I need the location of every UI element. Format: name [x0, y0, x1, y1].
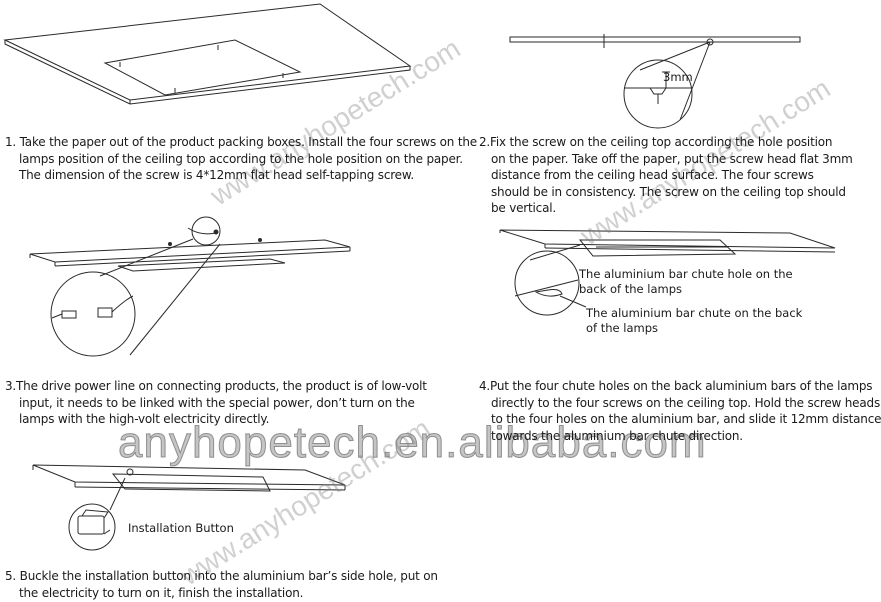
step-4-line: 4.Put the four chute holes on the back a… — [479, 379, 873, 393]
installation-illustrations — [3, 3, 836, 551]
step-2-line: 2.Fix the screw on the ceiling top accor… — [479, 135, 833, 149]
chute-hole-label: The aluminium bar chute hole on the back… — [579, 267, 793, 297]
step-1-text: 1. Take the paper out of the product pac… — [5, 134, 477, 184]
step-4-line: to the four holes on the aluminium bar, … — [491, 412, 881, 426]
step-2-line: should be in consistency. The screw on t… — [491, 184, 846, 199]
step-4-line: directly to the four screws on the ceili… — [491, 395, 880, 410]
figure-4-chute-holes — [499, 229, 836, 316]
step-2-line: on the paper. Take off the paper, put th… — [491, 151, 853, 166]
step-4-text: 4.Put the four chute holes on the back a… — [479, 378, 881, 444]
step-2-line: distance from the ceiling head surface. … — [491, 168, 814, 182]
dimension-label: 3mm — [663, 70, 693, 84]
installation-button-label: Installation Button — [128, 521, 234, 535]
step-1-line: The dimension of the screw is 4*12mm fla… — [19, 168, 414, 182]
step-5-line: the electricity to turn on it, finish th… — [19, 585, 304, 600]
figure-5-installation-button — [32, 464, 346, 551]
chute-hole-label-line: The aluminium bar chute hole on the — [579, 267, 793, 281]
step-2-text: 2.Fix the screw on the ceiling top accor… — [479, 134, 853, 217]
chute-back-label: The aluminium bar chute on the back of t… — [586, 306, 802, 336]
step-2-line: be vertical. — [491, 201, 556, 215]
figure-1-ceiling-template — [3, 3, 412, 105]
figure-3-power-connection — [29, 216, 351, 357]
step-4-line: towards the aluminium bar chute directio… — [491, 428, 743, 443]
step-1-line: lamps position of the ceiling top accord… — [19, 151, 463, 166]
step-1-line: 1. Take the paper out of the product pac… — [5, 135, 477, 149]
chute-back-label-line: The aluminium bar chute on the back — [586, 306, 803, 320]
figure-2-screw-detail — [509, 34, 801, 129]
step-5-line: 5. Buckle the installation button into t… — [5, 569, 438, 583]
step-3-line: lamps with the high-volt electricity dir… — [19, 412, 270, 426]
chute-back-label-line: of the lamps — [586, 321, 659, 335]
step-3-line: 3.The drive power line on connecting pro… — [5, 379, 427, 393]
chute-hole-label-line: back of the lamps — [579, 282, 682, 296]
step-5-text: 5. Buckle the installation button into t… — [5, 568, 438, 601]
step-3-line: input, it needs to be linked with the sp… — [19, 395, 415, 410]
step-3-text: 3.The drive power line on connecting pro… — [5, 378, 427, 428]
